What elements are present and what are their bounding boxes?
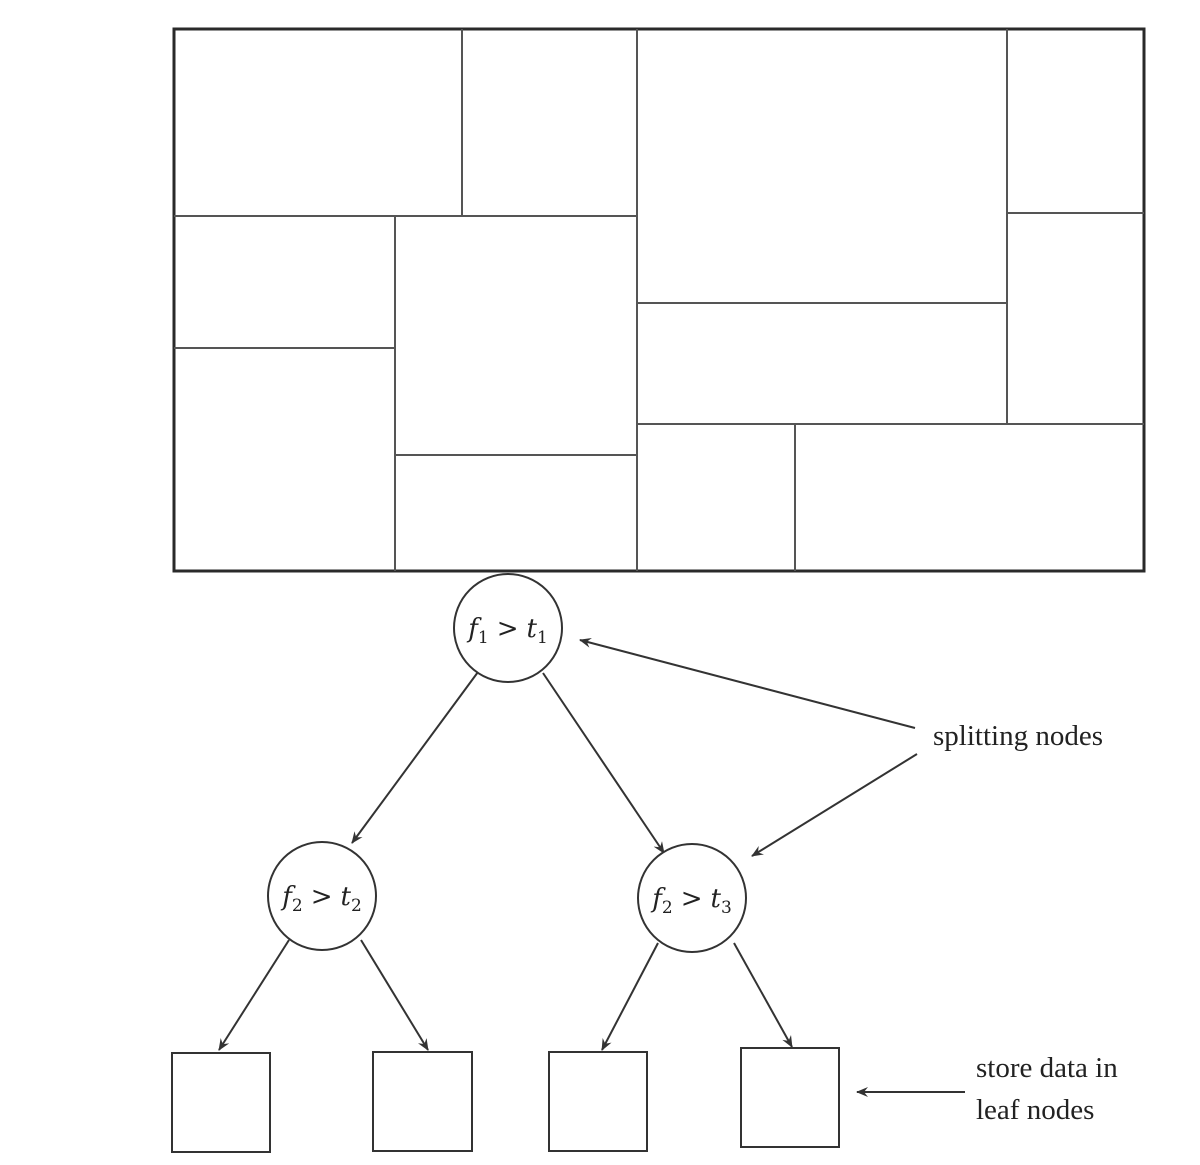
tree-edges xyxy=(218,671,793,1051)
leaf-nodes xyxy=(171,1047,840,1153)
right-feature-sub: 2 xyxy=(662,898,673,918)
edge-root-right xyxy=(542,672,665,854)
splitting-arrow-right xyxy=(751,753,918,857)
root-operator: > xyxy=(497,614,519,644)
left-threshold-sub: 2 xyxy=(351,896,362,916)
right-threshold-sub: 3 xyxy=(721,898,732,918)
left-feature-sub: 2 xyxy=(292,896,303,916)
edge-left-leaf2 xyxy=(360,939,429,1051)
feature-space-partition xyxy=(172,27,1146,573)
leaf-annotation: store data in leaf nodes xyxy=(856,1052,1118,1126)
splitting-node-root: f1>t1 xyxy=(453,573,563,683)
left-threshold: t xyxy=(340,882,351,912)
root-threshold: t xyxy=(526,614,537,644)
splitting-node-left: f2>t2 xyxy=(267,841,377,951)
leaf-node-1 xyxy=(171,1052,271,1153)
leaf-node-4 xyxy=(740,1047,840,1148)
edge-left-leaf1 xyxy=(218,939,290,1051)
splitting-annotation: splitting nodes xyxy=(579,637,1103,857)
edge-right-leaf3 xyxy=(601,942,659,1051)
leaf-node-3 xyxy=(548,1051,648,1152)
edge-right-leaf4 xyxy=(733,942,793,1048)
root-threshold-sub: 1 xyxy=(537,628,548,648)
edge-root-left xyxy=(351,671,479,844)
left-operator: > xyxy=(311,882,333,912)
splitting-node-right: f2>t3 xyxy=(637,843,747,953)
leaf-annotation-line2: leaf nodes xyxy=(976,1094,1094,1126)
right-threshold: t xyxy=(710,884,721,914)
left-node-label: f2>t2 xyxy=(280,882,362,916)
leaf-node-2 xyxy=(372,1051,473,1152)
leaf-annotation-line1: store data in xyxy=(976,1052,1118,1084)
splitting-nodes-label: splitting nodes xyxy=(933,720,1103,752)
root-node-label: f1>t1 xyxy=(466,614,548,648)
right-operator: > xyxy=(681,884,703,914)
splitting-arrow-root xyxy=(579,637,916,729)
right-node-label: f2>t3 xyxy=(650,884,732,918)
partition-border xyxy=(172,27,1146,573)
root-feature-sub: 1 xyxy=(478,628,489,648)
